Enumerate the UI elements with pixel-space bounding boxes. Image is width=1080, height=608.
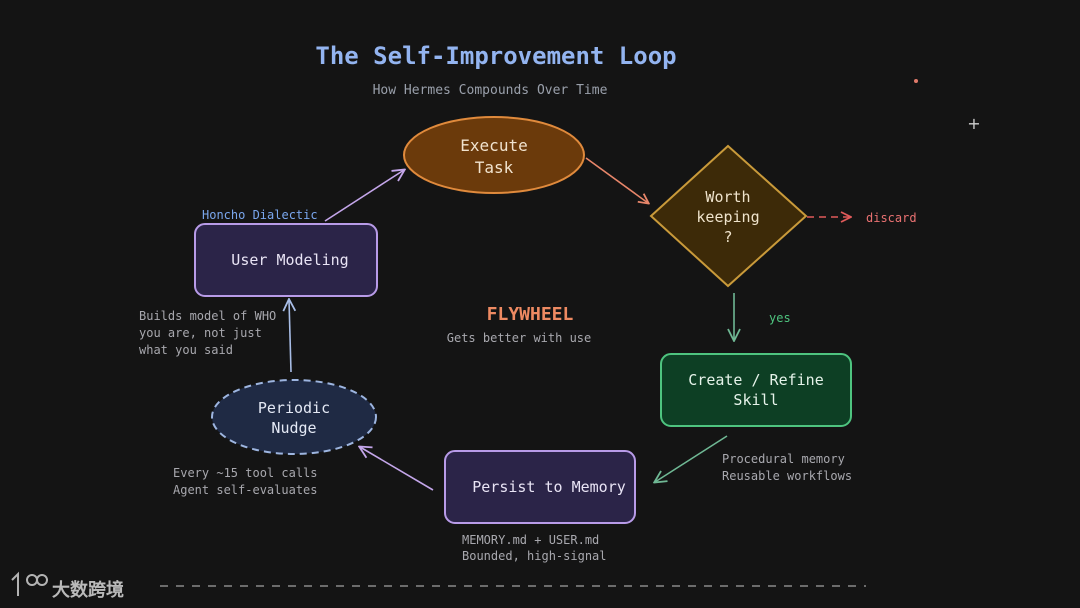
- node-user-modeling[interactable]: User Modeling: [194, 223, 378, 297]
- node-create-line2: Skill: [733, 391, 778, 409]
- node-decision-line3: ?: [723, 228, 732, 246]
- watermark-brand: 大数跨境: [52, 579, 124, 601]
- node-execute-task[interactable]: Execute Task: [403, 116, 585, 194]
- annotation-line: Every ~15 tool calls: [173, 466, 318, 480]
- plus-icon: +: [967, 114, 980, 133]
- node-persist-label: Persist to Memory: [472, 478, 626, 496]
- node-decision-line1: Worth: [705, 188, 750, 206]
- edge-create-to-persist: [655, 435, 728, 482]
- center-flywheel-subtitle: Gets better with use: [447, 331, 592, 345]
- page-subtitle: How Hermes Compounds Over Time: [373, 83, 608, 98]
- edge-persist-to-nudge: [360, 447, 434, 491]
- node-nudge-line2: Nudge: [271, 419, 316, 437]
- node-user-modeling-label: User Modeling: [231, 251, 348, 269]
- node-create-line1: Create / Refine: [688, 371, 823, 389]
- watermark-logo: 大数跨境: [11, 571, 124, 601]
- edge-nudge-to-user-modeling: [289, 300, 291, 373]
- watermark-logo-icon: [11, 571, 48, 596]
- node-worth-keeping-decision[interactable]: Worth keeping ?: [649, 144, 808, 288]
- node-execute-task-line1: Execute: [460, 136, 527, 155]
- node-persist-to-memory[interactable]: Persist to Memory: [444, 450, 636, 524]
- node-execute-task-line2: Task: [475, 158, 514, 177]
- edge-label-yes: yes: [769, 311, 791, 325]
- annotation-line: you are, not just: [139, 326, 262, 340]
- node-periodic-nudge[interactable]: Periodic Nudge: [211, 379, 377, 455]
- edge-user-modeling-to-execute: [324, 170, 404, 222]
- edge-label-honcho-dialectic: Honcho Dialectic: [202, 208, 318, 222]
- annotation-user-modeling: Builds model of WHO you are, not just wh…: [139, 309, 276, 357]
- annotation-line: Builds model of WHO: [139, 309, 276, 323]
- annotation-persist-memory: MEMORY.md + USER.md Bounded, high-signal: [462, 533, 607, 563]
- center-flywheel-title: FLYWHEEL: [487, 304, 574, 325]
- edge-label-discard: discard: [866, 211, 917, 225]
- annotation-line: Reusable workflows: [722, 469, 852, 483]
- annotation-line: Bounded, high-signal: [462, 549, 607, 563]
- decorative-dot: [914, 79, 918, 83]
- node-decision-line2: keeping: [696, 208, 759, 226]
- annotation-create-skill: Procedural memory Reusable workflows: [722, 452, 852, 483]
- annotation-line: Agent self-evaluates: [173, 483, 318, 497]
- edge-execute-to-decision: [585, 157, 648, 203]
- page-title: The Self-Improvement Loop: [315, 42, 676, 70]
- annotation-line: what you said: [139, 343, 233, 357]
- annotation-line: MEMORY.md + USER.md: [462, 533, 599, 547]
- annotation-line: Procedural memory: [722, 452, 845, 466]
- node-nudge-line1: Periodic: [258, 399, 330, 417]
- node-create-refine-skill[interactable]: Create / Refine Skill: [660, 353, 852, 427]
- annotation-periodic-nudge: Every ~15 tool calls Agent self-evaluate…: [173, 466, 318, 497]
